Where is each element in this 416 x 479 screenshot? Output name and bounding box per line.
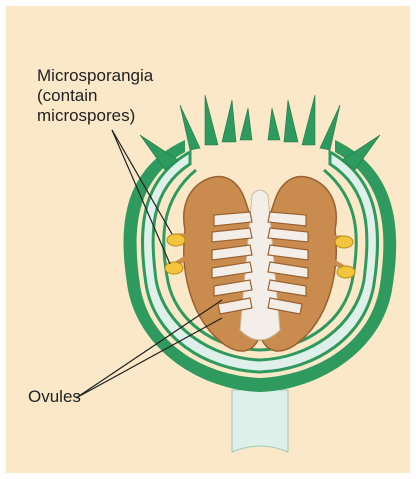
bract-spikes xyxy=(140,95,380,170)
microsporangia-label: Microsporangia (contain microspores) xyxy=(37,66,153,126)
flower-stalk xyxy=(232,390,288,452)
ovules-label: Ovules xyxy=(28,387,81,407)
